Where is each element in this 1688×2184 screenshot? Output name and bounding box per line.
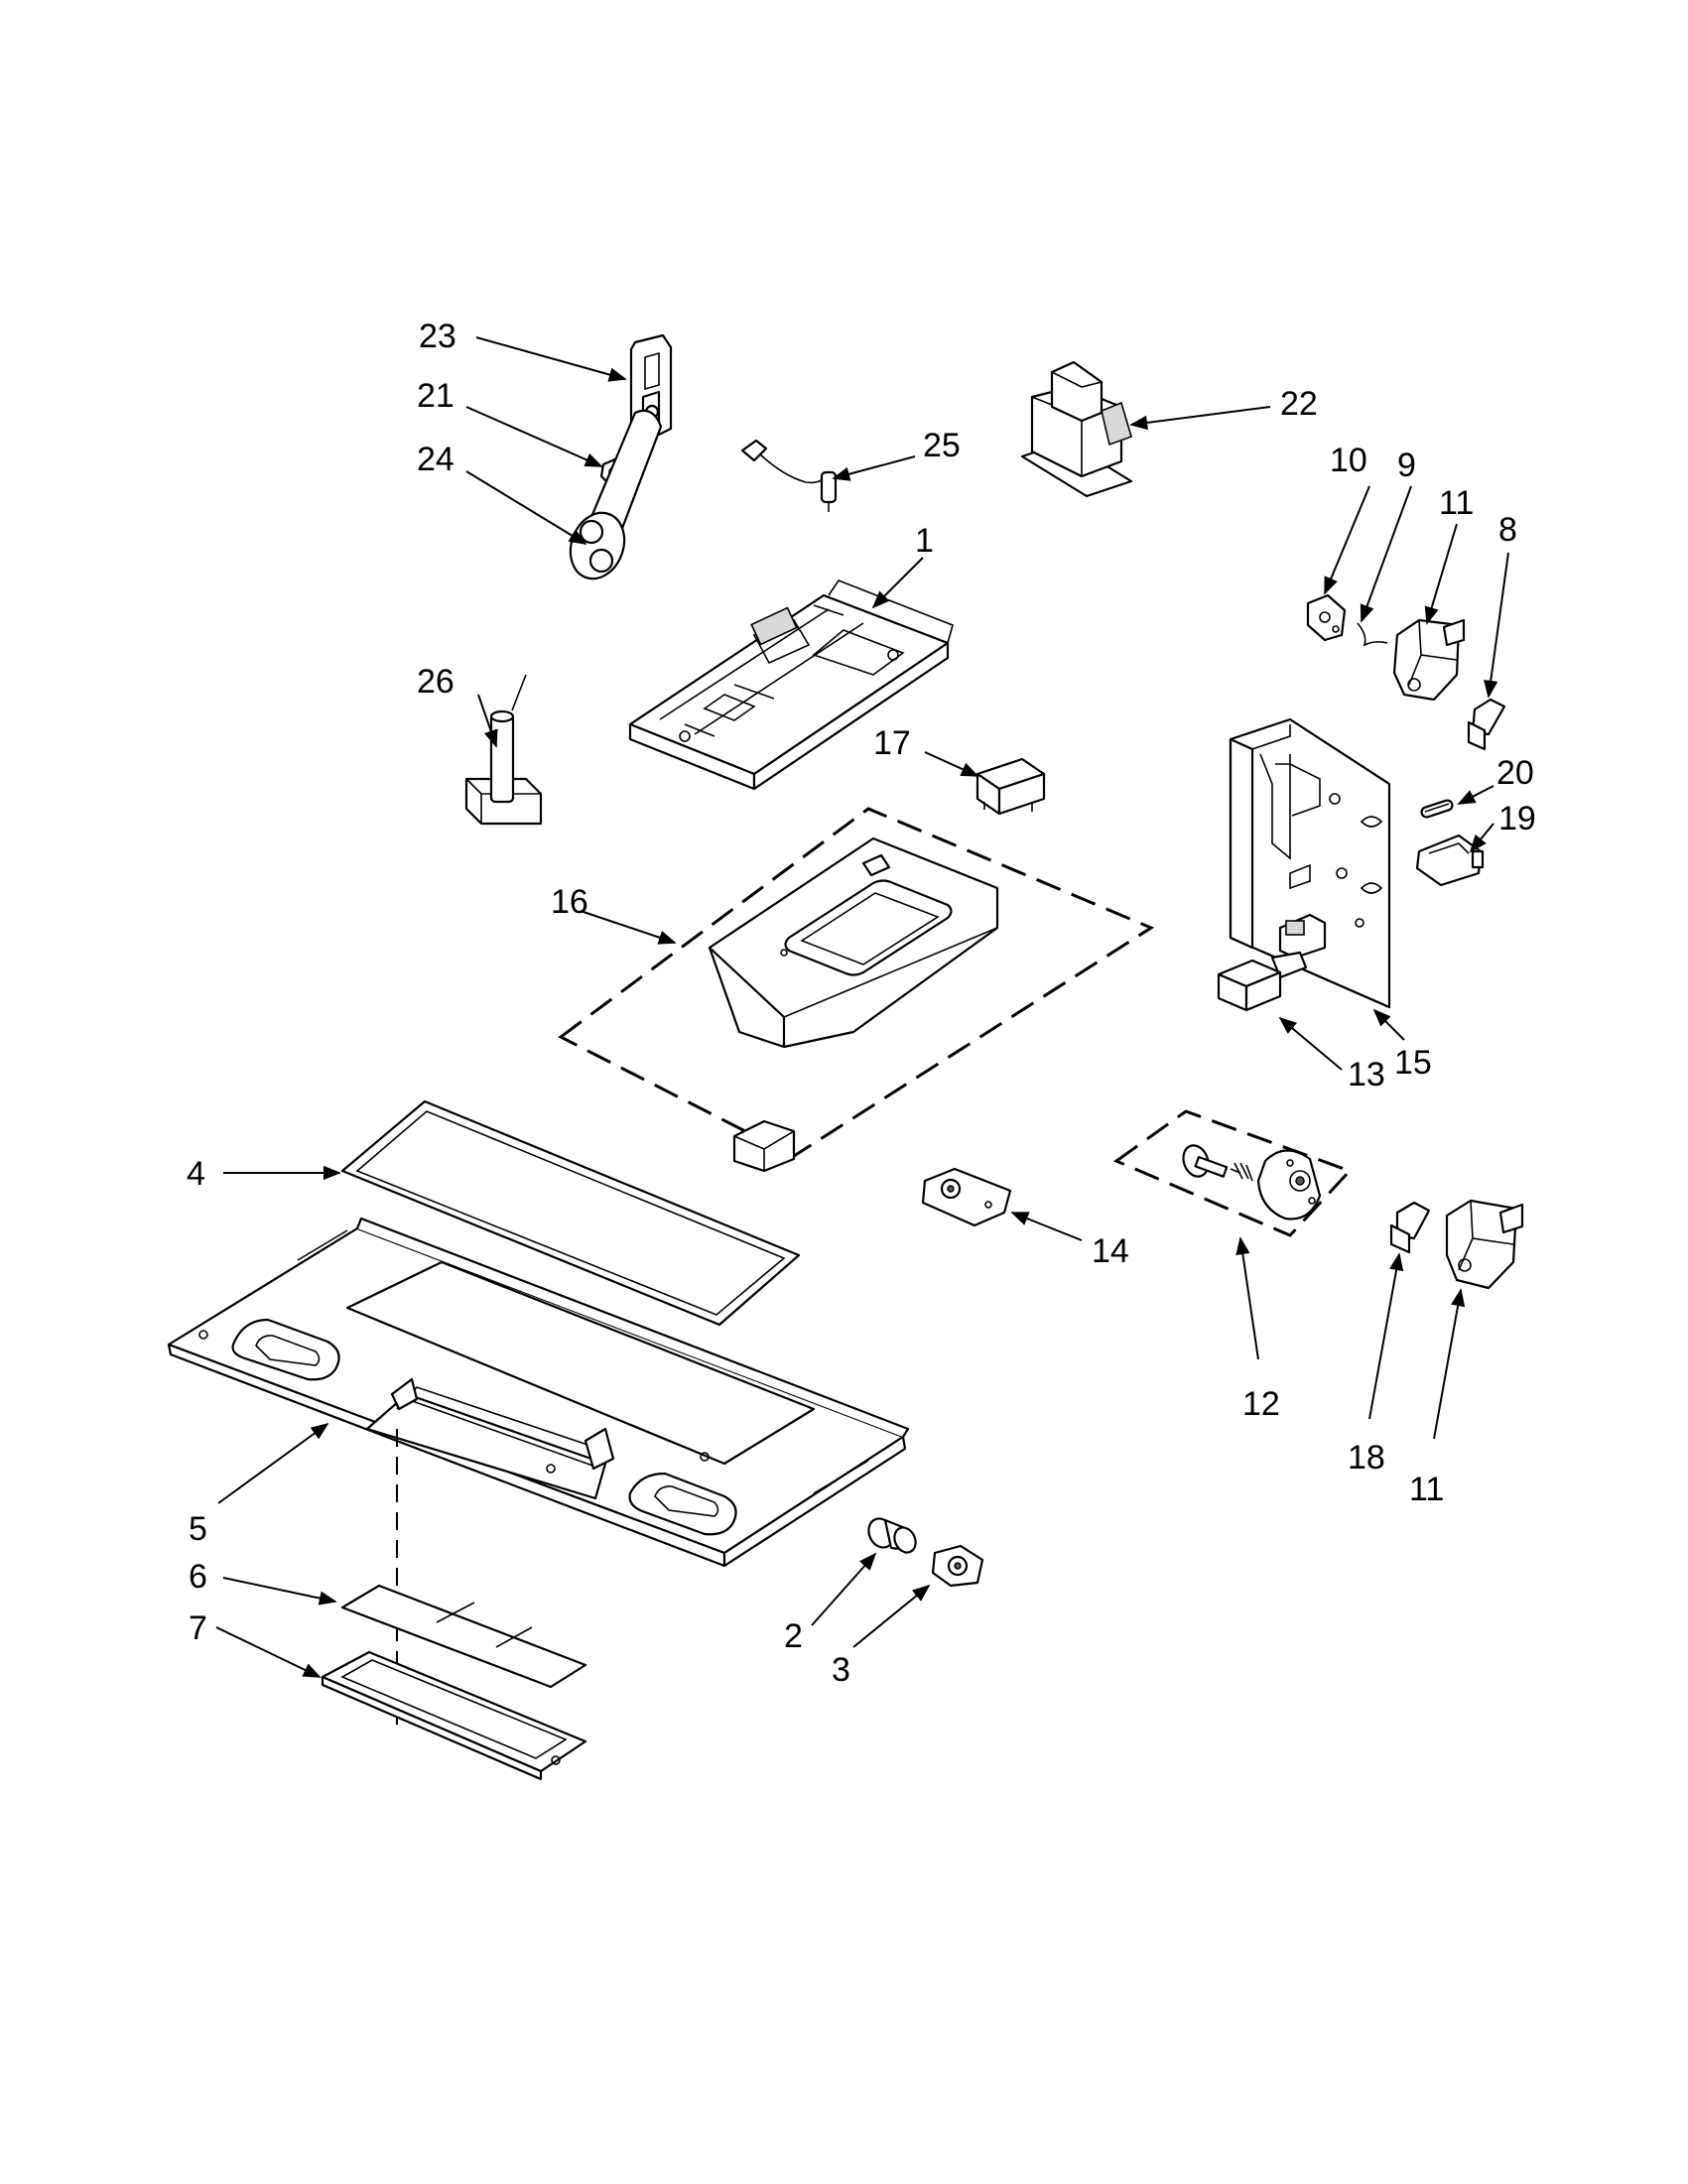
callout-2: 2 (784, 1617, 803, 1655)
part-10-switch-bracket (1306, 593, 1347, 642)
part-16-duct-assembly (558, 807, 1155, 1173)
part-2-lamp (867, 1517, 917, 1554)
callout-4: 4 (187, 1155, 205, 1193)
part-18-microswitch (1389, 1201, 1431, 1254)
callout-5: 5 (189, 1510, 207, 1548)
callout-12: 12 (1242, 1385, 1280, 1423)
callout-17: 17 (873, 724, 911, 762)
part-20-fuse (1420, 799, 1454, 819)
callout-13: 13 (1348, 1056, 1385, 1093)
part-11-switch-holder-top (1392, 618, 1466, 702)
callout-18: 18 (1348, 1439, 1385, 1477)
part-19-fuse-holder (1415, 834, 1485, 887)
callout-15: 15 (1394, 1044, 1432, 1082)
callout-20: 20 (1496, 754, 1534, 792)
part-26-post (464, 674, 543, 826)
part-6-lens (340, 1584, 587, 1689)
part-24-capacitor (569, 409, 663, 580)
leader-lines (215, 336, 1509, 1678)
callout-9: 9 (1397, 447, 1416, 484)
callout-11-bottom: 11 (1409, 1471, 1444, 1508)
callout-25: 25 (923, 427, 961, 464)
part-7-lens-frame (321, 1650, 587, 1781)
callout-1: 1 (915, 522, 934, 560)
callout-24: 24 (417, 441, 454, 478)
callout-3: 3 (832, 1651, 850, 1689)
part-4-filter (340, 1099, 801, 1327)
part-8-microswitch (1467, 698, 1506, 751)
part-1-base-plate (628, 579, 954, 791)
part-15-control-bracket (1229, 717, 1391, 1009)
part-17-relay (975, 757, 1046, 816)
callout-22: 22 (1280, 385, 1318, 423)
callout-labels: 23 21 24 26 25 22 1 17 16 10 9 11 8 20 1… (187, 318, 1536, 1689)
part-14-plate (921, 1167, 1012, 1227)
callout-23: 23 (419, 318, 456, 355)
callout-21: 21 (417, 377, 454, 415)
part-25-wire (740, 439, 838, 512)
part-11-switch-holder-bottom (1445, 1199, 1524, 1290)
callout-8: 8 (1498, 511, 1517, 549)
part-13-relay (1217, 959, 1282, 1012)
callout-14: 14 (1092, 1232, 1129, 1270)
part-9-spring (1357, 622, 1388, 647)
part-5-bottom-panel (167, 1217, 910, 1568)
callout-26: 26 (417, 663, 454, 701)
callout-7: 7 (189, 1609, 207, 1647)
part-22-transformer (1020, 360, 1133, 498)
callout-16: 16 (551, 883, 588, 921)
callout-10: 10 (1330, 442, 1367, 479)
callout-19: 19 (1498, 800, 1536, 837)
callout-11-top: 11 (1439, 484, 1474, 522)
part-3-socket (931, 1544, 984, 1588)
callout-6: 6 (189, 1558, 207, 1596)
part-12-motor-assembly (1112, 1109, 1353, 1237)
